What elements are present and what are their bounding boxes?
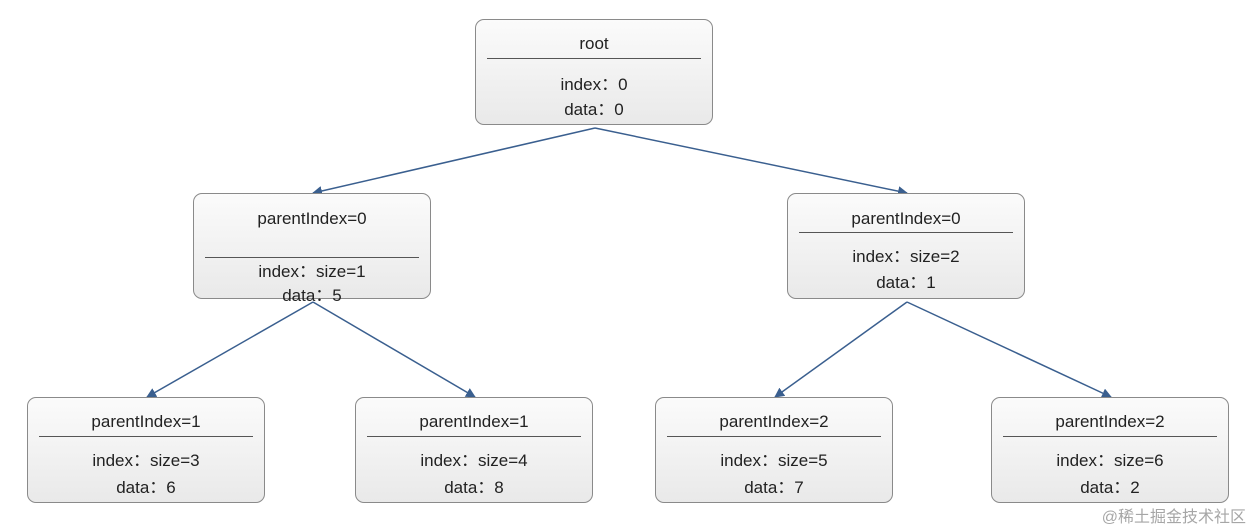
edge-right-rl [774,301,908,398]
divider [205,257,419,258]
node-left: parentIndex=0 index：size=1 data：5 [193,193,431,305]
node-index: index：size=6 [1056,451,1164,470]
divider [1003,436,1217,437]
node-title: parentIndex=0 [851,209,961,228]
node-data: data：6 [116,478,176,497]
divider [367,436,581,437]
node-title: parentIndex=2 [1055,412,1165,431]
edge-root-left [312,127,596,196]
node-data: data：5 [282,286,342,305]
node-title: parentIndex=2 [719,412,829,431]
divider [39,436,253,437]
divider [667,436,881,437]
node-index: index：size=1 [258,262,366,281]
node-title: root [579,34,609,53]
node-data: data：2 [1080,478,1140,497]
node-rr: parentIndex=2 index：size=6 data：2 [991,397,1229,503]
node-ll: parentIndex=1 index：size=3 data：6 [27,397,265,503]
node-index: index：size=2 [852,247,960,266]
node-title: parentIndex=1 [419,412,529,431]
node-data: data：0 [564,100,624,119]
edge-right-rr [906,301,1112,398]
divider [487,58,701,59]
node-lr: parentIndex=1 index：size=4 data：8 [355,397,593,503]
node-index: index：size=3 [92,451,200,470]
edge-root-right [594,127,908,197]
node-data: data：1 [876,273,936,292]
node-index: index：size=4 [420,451,528,470]
edge-left-lr [312,301,476,398]
node-title: parentIndex=1 [91,412,201,431]
node-index: index：size=5 [720,451,828,470]
watermark: @稀土掘金技术社区 [1101,509,1246,526]
node-right: parentIndex=0 index：size=2 data：1 [787,193,1025,299]
divider [799,232,1013,233]
node-data: data：8 [444,478,504,497]
edge-left-ll [146,301,314,398]
node-title: parentIndex=0 [257,209,367,228]
node-rl: parentIndex=2 index：size=5 data：7 [655,397,893,503]
node-data: data：7 [744,478,804,497]
node-index: index：0 [560,75,628,94]
node-root: root index：0 data：0 [475,19,713,125]
